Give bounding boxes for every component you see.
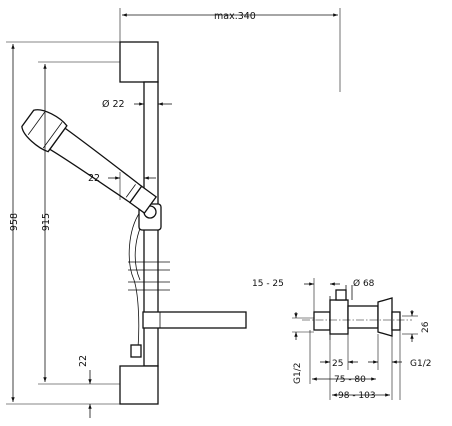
mixer-center [347,305,379,329]
dim-diameter-68: Ø 68 [353,278,375,289]
dim-max-width: max.340 [214,11,256,22]
dim-thread-left: G1/2 [293,363,303,384]
hand-shower [21,109,158,214]
dim-rail-diameter: Ø 22 [102,99,125,110]
mixer-cap [335,289,347,301]
dim-lines-main [6,8,341,418]
dim-range-75-80: 75 - 80 [334,375,366,385]
dim-total-height: 958 [9,213,20,231]
dim-rail-length: 915 [41,213,52,231]
mixer-right-nut [391,311,401,331]
mixer-left-nut [313,311,331,331]
top-wall-bracket [119,41,159,83]
dim-depth-25: 25 [332,359,343,369]
dim-offset-top: 22 [88,173,100,184]
hose-connector [130,344,142,358]
mixer-handle [377,297,393,337]
thermostatic-mixer [292,278,418,400]
dim-depth-26: 26 [421,321,431,333]
dim-range-98-103: 98 - 103 [338,391,376,401]
shower-rail [119,41,247,405]
mixer-body [329,299,349,335]
dim-thread-right: G1/2 [410,359,431,369]
dim-offset-bottom: 22 [78,355,89,367]
shower-hose [128,211,141,349]
soap-dish [142,311,247,329]
dim-range-15-25: 15 - 25 [252,279,284,289]
bottom-wall-bracket [119,365,159,405]
